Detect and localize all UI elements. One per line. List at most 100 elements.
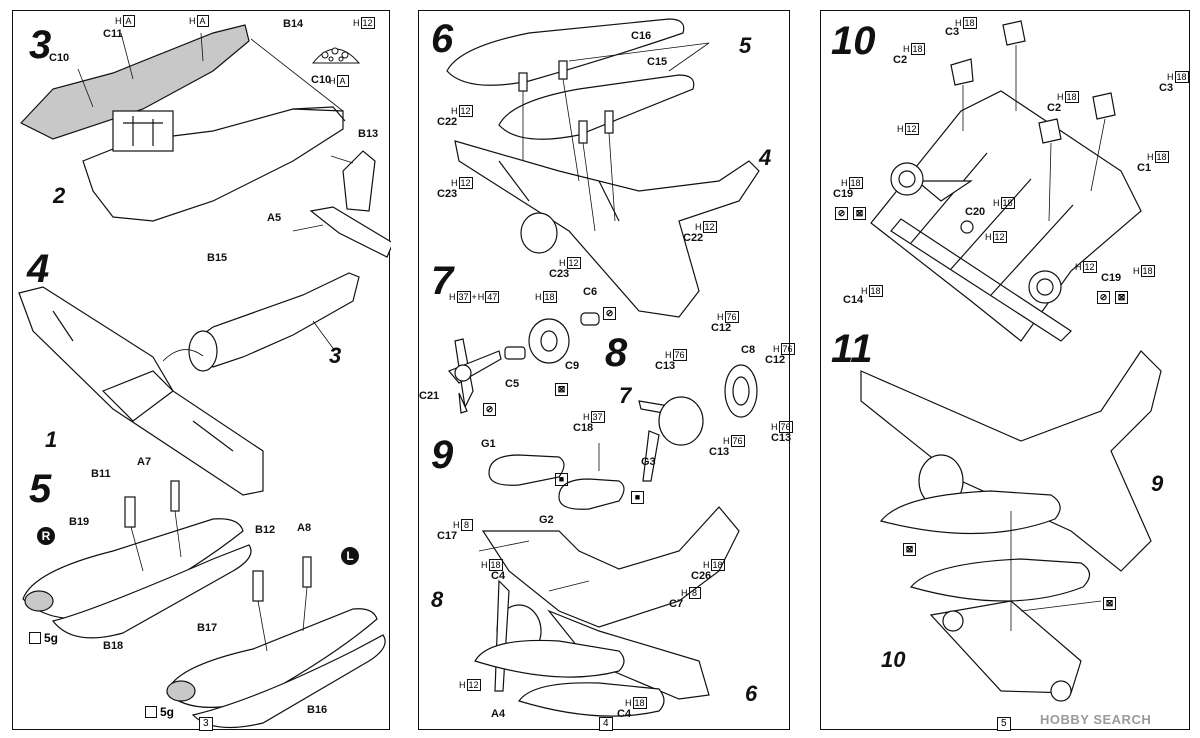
subassembly-ref-1: 1 bbox=[45, 427, 58, 452]
leader-lines-4 bbox=[162, 320, 336, 362]
glue-symbol: ⊘ bbox=[1097, 291, 1110, 304]
part-label-c14: C14 bbox=[843, 294, 864, 306]
part-label-c18: C18 bbox=[573, 422, 594, 434]
part-label-c21: C21 bbox=[419, 390, 440, 402]
part-label-c10: C10 bbox=[49, 52, 70, 64]
trolley-wheels bbox=[890, 162, 1062, 304]
part-label-c11: C11 bbox=[103, 28, 123, 40]
part-label-c3-a: C3 bbox=[945, 26, 960, 38]
step-number-5: 5 bbox=[29, 467, 52, 511]
part-label-b19: B19 bbox=[69, 516, 90, 528]
part-label-c7: C7 bbox=[669, 598, 684, 610]
part-label-c20: C20 bbox=[965, 206, 986, 218]
step-number-10: 10 bbox=[831, 19, 876, 63]
part-label-b13: B13 bbox=[358, 128, 379, 140]
part-label-a7: A7 bbox=[137, 456, 152, 468]
part-label-c13-c: C13 bbox=[771, 432, 792, 444]
part-label-c1: C1 bbox=[1137, 162, 1152, 174]
part-label-c12-b: C12 bbox=[765, 354, 786, 366]
step-number-11: 11 bbox=[831, 327, 873, 371]
step-number-3: 3 bbox=[29, 23, 52, 67]
tail-fin-part bbox=[309, 150, 391, 258]
final-aircraft bbox=[860, 350, 1162, 602]
trolley-frame bbox=[870, 90, 1142, 342]
subassembly-ref-10: 10 bbox=[881, 647, 906, 672]
leader-lines-3 bbox=[77, 32, 354, 232]
subassembly-ref-8: 8 bbox=[431, 587, 444, 612]
page-number-5: 5 bbox=[997, 717, 1011, 731]
panel-right-artwork bbox=[860, 20, 1162, 702]
paint-symbol: ■ bbox=[631, 491, 644, 504]
part-label-b15: B15 bbox=[207, 252, 228, 264]
subassembly-ref-5: 5 bbox=[739, 33, 752, 58]
page-number-4: 4 bbox=[599, 717, 613, 731]
weight-note-2: 5g bbox=[145, 705, 174, 719]
part-label-c15: C15 bbox=[647, 56, 668, 68]
part-label-c22-a: C22 bbox=[437, 116, 458, 128]
part-label-b14: B14 bbox=[283, 18, 304, 30]
part-label-c2-b: C2 bbox=[1047, 102, 1062, 114]
part-label-c13-b: C13 bbox=[709, 446, 730, 458]
part-label-c12-a: C12 bbox=[711, 322, 732, 334]
step-number-4: 4 bbox=[27, 247, 50, 291]
part-label-b18: B18 bbox=[103, 640, 124, 652]
no-glue-symbol: ⊠ bbox=[1115, 291, 1128, 304]
step-number-6: 6 bbox=[431, 17, 454, 61]
part-label-c9: C9 bbox=[565, 360, 580, 372]
float-right bbox=[22, 518, 252, 639]
part-label-b16: B16 bbox=[307, 704, 328, 716]
subassembly-ref-9: 9 bbox=[1151, 471, 1164, 496]
step-number-7: 7 bbox=[431, 259, 454, 303]
trolley-cradles bbox=[950, 20, 1116, 144]
fuselage-assembly bbox=[188, 272, 360, 372]
weight-icon bbox=[145, 706, 157, 718]
part-label-c2-a: C2 bbox=[893, 54, 908, 66]
fuselage-half-left bbox=[20, 24, 346, 222]
leader-lines-6 bbox=[522, 42, 710, 232]
weight-icon bbox=[29, 632, 41, 644]
step-number-8: 8 bbox=[605, 331, 628, 375]
propeller-assembly bbox=[448, 312, 600, 414]
part-label-b12: B12 bbox=[255, 524, 276, 536]
weight-note-1: 5g bbox=[29, 631, 58, 645]
part-label-c5: C5 bbox=[505, 378, 520, 390]
no-glue-symbol: ⊠ bbox=[1103, 597, 1116, 610]
step-number-9: 9 bbox=[431, 433, 454, 477]
paint-symbol: ■ bbox=[555, 473, 568, 486]
part-label-c6: C6 bbox=[583, 286, 598, 298]
left-side-marker: L bbox=[341, 547, 359, 565]
glue-symbol: ⊘ bbox=[835, 207, 848, 220]
subassembly-ref-4: 4 bbox=[759, 145, 772, 170]
panel-middle-artwork bbox=[446, 18, 760, 717]
part-label-a4: A4 bbox=[491, 708, 506, 720]
right-side-marker: R bbox=[37, 527, 55, 545]
